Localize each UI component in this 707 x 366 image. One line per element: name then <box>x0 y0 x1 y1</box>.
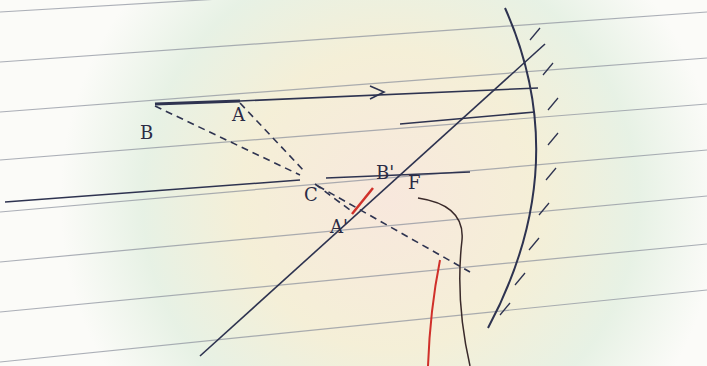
pen-stroke <box>418 198 470 366</box>
image-arrow <box>352 188 373 214</box>
point-label: F <box>408 174 421 192</box>
point-label: A <box>232 106 245 124</box>
point-label: C <box>304 186 318 204</box>
point-label: A' <box>330 218 348 236</box>
watermark <box>60 0 707 366</box>
point-label: B' <box>376 164 394 182</box>
point-label: B <box>140 124 153 142</box>
pen-stroke <box>428 260 440 366</box>
rays <box>5 8 558 356</box>
